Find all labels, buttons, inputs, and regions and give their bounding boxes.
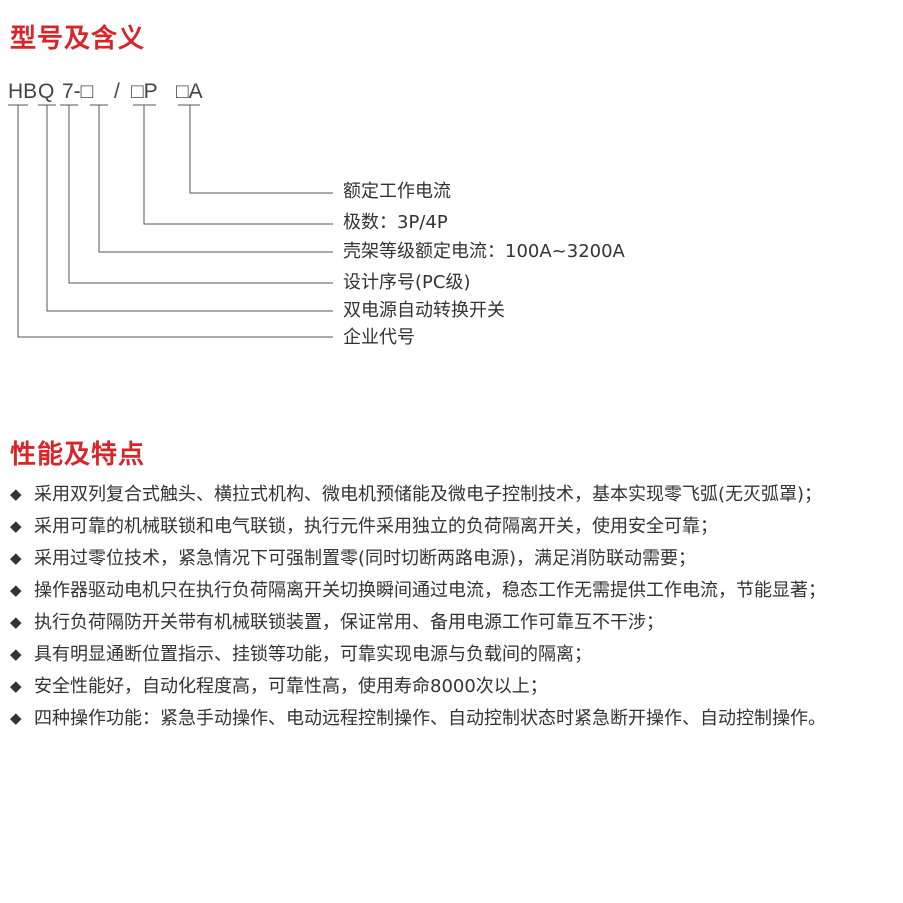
label-company-code: 企业代号: [343, 327, 415, 348]
model-diagram-lines: [8, 104, 333, 338]
label-rated-current: 额定工作电流: [343, 181, 451, 202]
feature-item: 采用双列复合式触头、横拉式机构、微电机预储能及微电子控制技术，基本实现零飞弧(无…: [10, 480, 890, 509]
label-design-no: 设计序号(PC级): [343, 272, 471, 293]
code-7: 7-□: [62, 80, 94, 103]
feature-list: 采用双列复合式触头、横拉式机构、微电机预储能及微电子控制技术，基本实现零飞弧(无…: [10, 480, 890, 736]
feature-item: 四种操作功能：紧急手动操作、电动远程控制操作、自动控制状态时紧急断开操作、自动控…: [10, 704, 890, 733]
code-slash: /: [114, 80, 120, 103]
feature-item: 采用过零位技术，紧急情况下可强制置零(同时切断两路电源)，满足消防联动需要；: [10, 544, 890, 573]
section-title-features: 性能及特点: [10, 440, 146, 470]
feature-item: 安全性能好，自动化程度高，可靠性高，使用寿命8000次以上；: [10, 672, 890, 701]
code-hb: HB: [8, 80, 38, 103]
label-frame-current: 壳架等级额定电流：100A~3200A: [343, 241, 625, 262]
label-poles: 极数：3P/4P: [343, 212, 448, 233]
feature-item: 执行负荷隔防开关带有机械联锁装置，保证常用、备用电源工作可靠互不干涉；: [10, 608, 890, 637]
code-poles: □P: [131, 80, 158, 103]
section-title-model: 型号及含义: [10, 24, 146, 54]
code-current: □A: [176, 80, 203, 103]
feature-item: 操作器驱动电机只在执行负荷隔离开关切换瞬间通过电流，稳态工作无需提供工作电流，节…: [10, 576, 890, 605]
code-q: Q: [38, 80, 55, 103]
feature-item: 采用可靠的机械联锁和电气联锁，执行元件采用独立的负荷隔离开关，使用安全可靠；: [10, 512, 890, 541]
feature-item: 具有明显通断位置指示、挂锁等功能，可靠实现电源与负载间的隔离；: [10, 640, 890, 669]
label-product-type: 双电源自动转换开关: [343, 300, 505, 321]
